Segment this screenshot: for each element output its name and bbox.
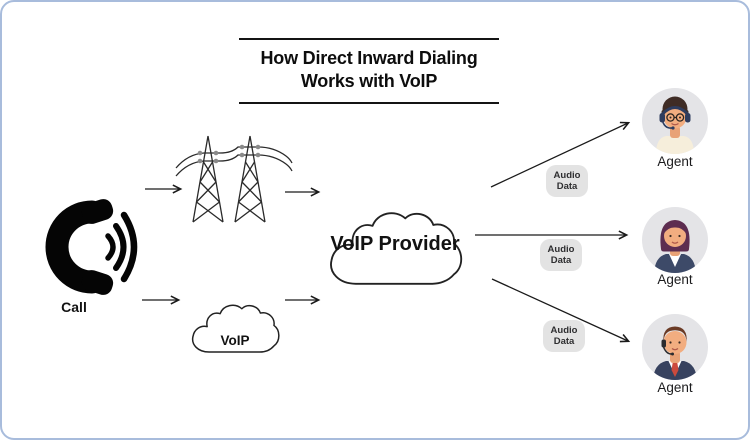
agent-2-label: Agent (657, 272, 693, 287)
agent-3-avatar (642, 314, 708, 380)
voip-cloud-label: VoIP (220, 333, 250, 348)
voip-cloud-icon (191, 304, 280, 353)
audio-data-badge-2: Audio Data (540, 239, 582, 271)
sound-wave-icon (105, 233, 116, 261)
wire-insulator-dots (197, 144, 261, 164)
phone-call-icon (45, 199, 138, 295)
agent-2-avatar (642, 207, 708, 273)
transmission-towers-icon (175, 135, 293, 223)
arrow-provider-to-agent-3 (491, 278, 628, 341)
power-wire (175, 146, 293, 169)
diagram-title-block: How Direct Inward Dialing Works with VoI… (239, 38, 499, 104)
voip-provider-label: VoIP Provider (330, 233, 460, 255)
call-label: Call (61, 299, 87, 315)
arrow-provider-to-agent-1 (490, 123, 628, 188)
audio-data-badge-3: Audio Data (543, 320, 585, 352)
headset-icon (661, 106, 689, 116)
agent-3-label: Agent (657, 380, 693, 395)
audio-data-badge-1: Audio Data (546, 165, 588, 197)
voip-provider-cloud-icon (330, 212, 463, 285)
agent-1-label: Agent (657, 154, 693, 169)
agent-1-avatar (642, 88, 708, 154)
tie-icon (671, 361, 679, 377)
page-title: How Direct Inward Dialing Works with VoI… (260, 48, 478, 91)
